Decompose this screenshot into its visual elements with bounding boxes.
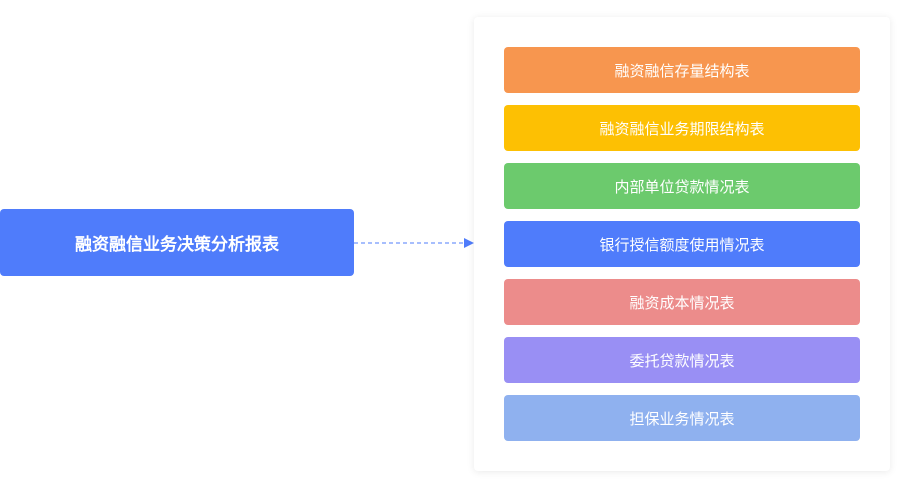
report-item-label: 委托贷款情况表: [629, 351, 735, 370]
arrowhead-icon: [464, 238, 474, 248]
report-item-label: 银行授信额度使用情况表: [599, 235, 765, 254]
report-item-label: 内部单位贷款情况表: [614, 177, 750, 196]
report-list: 融资融信存量结构表 融资融信业务期限结构表 内部单位贷款情况表 银行授信额度使用…: [504, 47, 860, 441]
report-item-label: 融资融信存量结构表: [614, 61, 750, 80]
report-list-panel: 融资融信存量结构表 融资融信业务期限结构表 内部单位贷款情况表 银行授信额度使用…: [474, 17, 890, 471]
report-item: 银行授信额度使用情况表: [504, 221, 860, 267]
report-item-label: 担保业务情况表: [629, 409, 735, 428]
report-item: 融资融信存量结构表: [504, 47, 860, 93]
report-item: 担保业务情况表: [504, 395, 860, 441]
source-report-label: 融资融信业务决策分析报表: [75, 235, 279, 255]
report-item: 委托贷款情况表: [504, 337, 860, 383]
connector-arrow: [354, 238, 474, 248]
report-item-label: 融资成本情况表: [629, 293, 735, 312]
report-item: 融资成本情况表: [504, 279, 860, 325]
report-item-label: 融资融信业务期限结构表: [599, 119, 765, 138]
report-item: 融资融信业务期限结构表: [504, 105, 860, 151]
report-item: 内部单位贷款情况表: [504, 163, 860, 209]
source-report-box: 融资融信业务决策分析报表: [0, 209, 354, 276]
